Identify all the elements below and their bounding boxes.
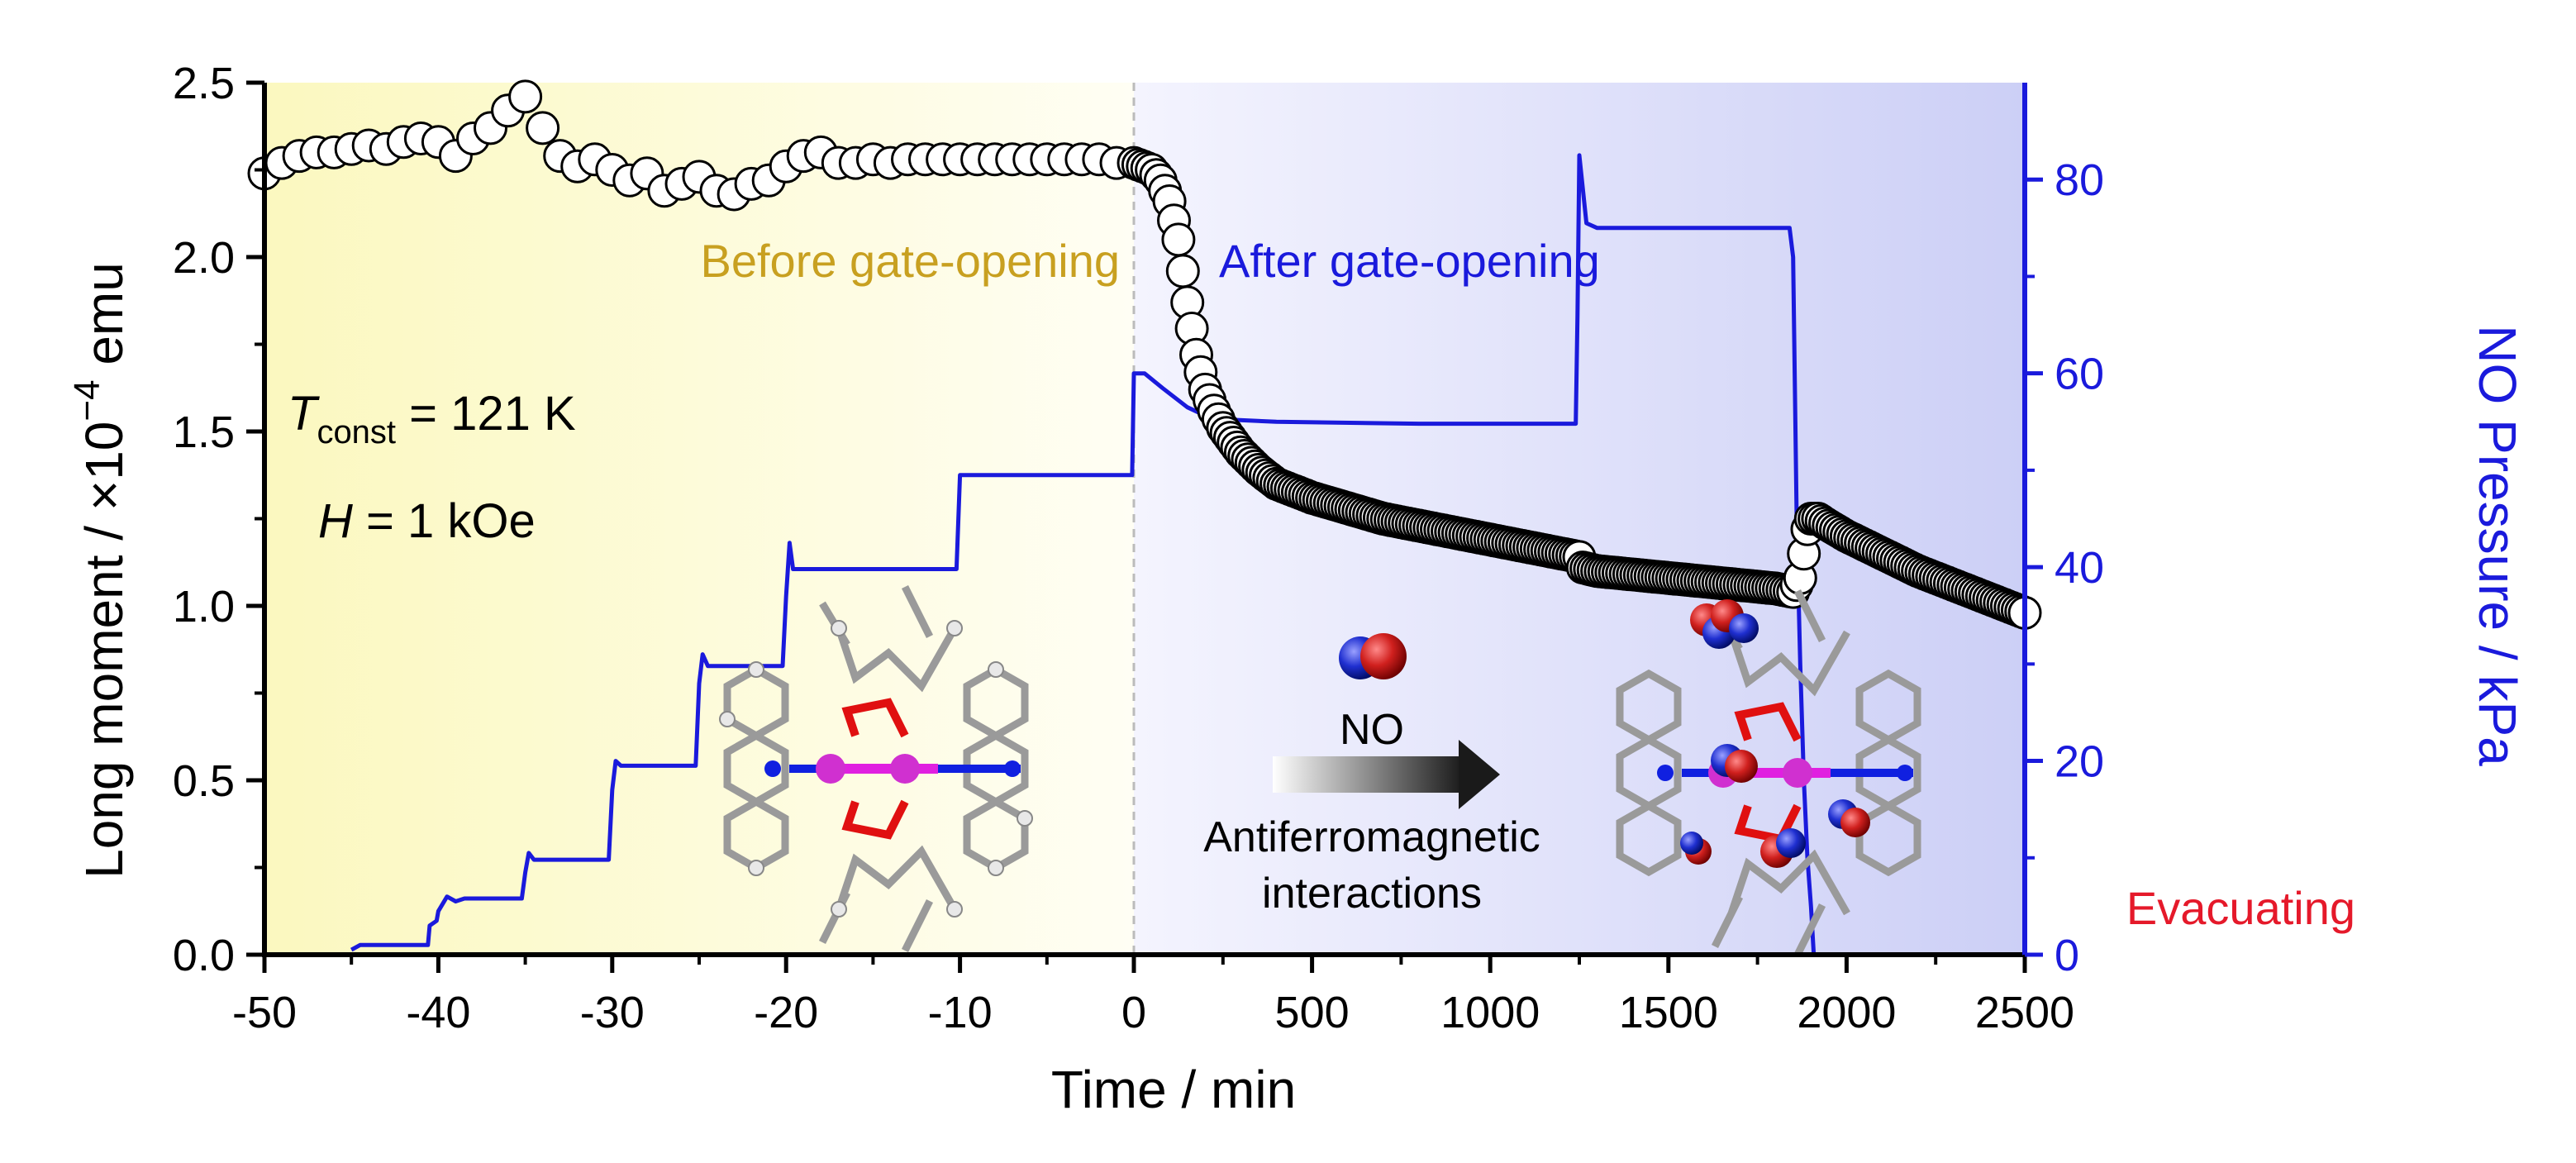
x-tick-label: 2000 [1797, 988, 1896, 1037]
y-left-tick-label: 0.0 [173, 931, 235, 980]
x-tick-label: -40 [406, 988, 470, 1037]
y-left-tick-label: 1.5 [173, 408, 235, 457]
y-right-tick-label: 80 [2055, 155, 2104, 205]
molecule-structure-after [1616, 589, 1921, 957]
y-right-tick-label: 60 [2055, 350, 2104, 399]
y-left-tick-label: 0.5 [173, 756, 235, 806]
pressure-series [350, 153, 1817, 956]
x-tick-label: 1000 [1440, 988, 1540, 1037]
evacuating-label: Evacuating [2126, 882, 2355, 934]
y-axis-right-ticks: 0 20 40 60 80 [2025, 155, 2104, 980]
no-molecules-adsorbed [1680, 599, 1870, 868]
x-tick-label: -10 [928, 988, 993, 1037]
interaction-label-line1: Antiferromagnetic [1203, 813, 1540, 861]
x-tick-label: -50 [232, 988, 297, 1037]
moment-point [526, 111, 560, 145]
y-right-tick-label: 40 [2055, 543, 2104, 593]
moment-point [1165, 254, 1200, 288]
after-gate-label: After gate-opening [1219, 235, 1600, 287]
x-axis-ticks: -50 -40 -30 -20 -10 0 500 1000 1500 2000 2500 [232, 955, 2074, 1037]
y-axis-left-ticks: 0.0 0.5 1.0 1.5 2.0 2.5 [173, 59, 264, 980]
moment-point [508, 79, 543, 114]
y-right-tick-label: 20 [2055, 737, 2104, 787]
moment-point [1161, 222, 1196, 257]
x-tick-label: -20 [754, 988, 818, 1037]
y-axis-right-label: NO Pressure / kPa [2468, 325, 2527, 766]
pressure-line [350, 153, 1817, 956]
x-axis-label: Time / min [1051, 1060, 1296, 1119]
temperature-condition: Tconst = 121 K [288, 387, 576, 450]
x-tick-label: 2500 [1975, 988, 2074, 1037]
no-molecule-icon [1339, 633, 1407, 679]
x-tick-label: -30 [580, 988, 645, 1037]
x-tick-label: 1500 [1619, 988, 1718, 1037]
x-tick-label: 0 [1121, 988, 1146, 1037]
y-left-tick-label: 2.5 [173, 59, 235, 108]
interaction-label-line2: interactions [1262, 870, 1482, 918]
molecule-structure-before [719, 584, 1033, 953]
no-label: NO [1340, 706, 1404, 754]
y-right-tick-label: 0 [2055, 931, 2079, 980]
field-condition: H = 1 kOe [318, 494, 536, 548]
before-gate-label: Before gate-opening [701, 235, 1121, 287]
x-tick-label: 500 [1275, 988, 1350, 1037]
reaction-arrow [1273, 740, 1500, 809]
y-axis-left-label: Long moment / ×10−4 emu [67, 262, 134, 879]
y-left-tick-label: 2.0 [173, 233, 235, 283]
moment-series [247, 79, 2042, 630]
y-left-tick-label: 1.0 [173, 582, 235, 632]
